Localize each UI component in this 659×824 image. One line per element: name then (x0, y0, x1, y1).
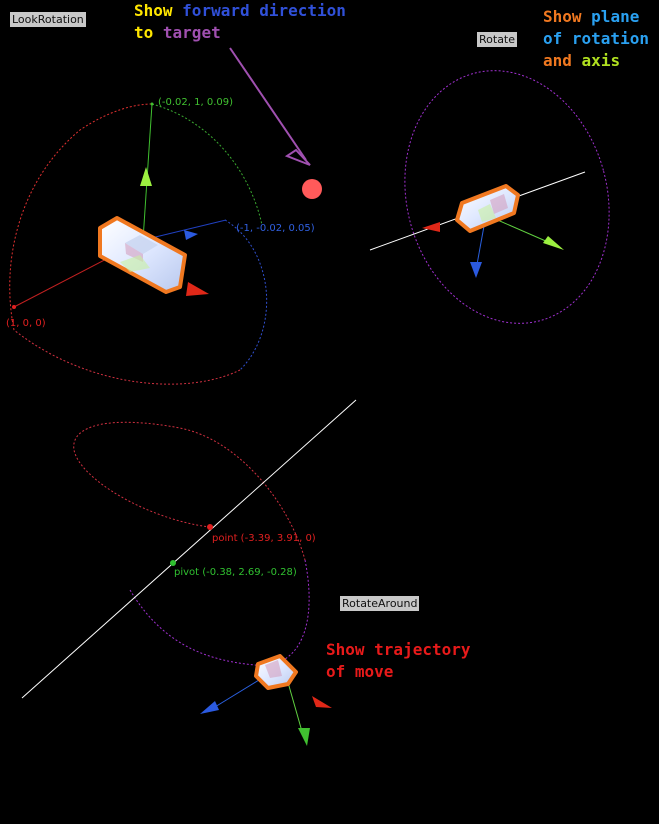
up-arrow-tip (140, 167, 152, 186)
red-arrow-tip (422, 222, 440, 232)
rotate-around-gizmo (21, 399, 357, 746)
trajectory-arc-lower (129, 559, 310, 666)
rotate-gizmo (369, 70, 610, 324)
forward-vector-label: (-1, -0.02, 0.05) (236, 223, 315, 234)
right-axis-end-dot (12, 305, 16, 309)
pivot-marker (170, 560, 176, 566)
rotation-arc-left (9, 103, 153, 331)
rotation-arc-bottom (13, 329, 241, 385)
rotate-around-tag: RotateAround (340, 596, 420, 611)
note-plane: plane (591, 7, 640, 26)
forward-arrow-tip (184, 230, 198, 240)
note-and: and (543, 51, 572, 70)
note-trajectory-line2: of move (326, 662, 394, 681)
rotation-axis-line (21, 399, 357, 699)
plane-rotation-note: Show plane of rotation and axis (543, 6, 649, 72)
pivot-label: pivot (-0.38, 2.69, -0.28) (174, 567, 297, 578)
note-show: Show (543, 7, 582, 26)
box-object (254, 654, 298, 690)
note-target: target (162, 23, 221, 42)
forward-direction-note: Show forward direction to target (134, 0, 346, 44)
blue-arrow-tip (470, 262, 482, 278)
green-arrow-tip (298, 728, 310, 746)
plane-of-rotation-ellipse (404, 70, 610, 324)
point-marker (207, 524, 213, 530)
note-of-rotation: of rotation (543, 29, 649, 48)
red-arrow-tip (186, 282, 209, 296)
box-object (98, 216, 187, 294)
pointer-arrow-line (229, 47, 307, 161)
trajectory-note: Show trajectory of move (326, 639, 471, 683)
target-sphere (302, 179, 322, 199)
right-vector-label: (1, 0, 0) (6, 318, 46, 329)
blue-arrow-tip (200, 701, 219, 714)
rotation-arc-top (151, 103, 263, 226)
note-to: to (134, 23, 154, 42)
note-forward-direction: forward direction (182, 1, 346, 20)
red-arrow-tip (312, 696, 332, 708)
up-axis-end-dot (150, 102, 154, 106)
up-vector-label: (-0.02, 1, 0.09) (158, 97, 234, 108)
note-show: Show (134, 1, 173, 20)
green-arrow-tip (543, 236, 564, 250)
rotation-arc-right (224, 219, 268, 371)
note-trajectory-line1: Show trajectory (326, 640, 471, 659)
point-label: point (-3.39, 3.91, 0) (212, 533, 316, 544)
look-rotation-tag: LookRotation (10, 12, 86, 27)
target-annotation (229, 47, 322, 199)
rotate-tag: Rotate (477, 32, 518, 47)
forward-axis-line (142, 219, 227, 241)
pointer-arrow-head (284, 148, 311, 166)
box-object (455, 184, 520, 233)
note-axis: axis (581, 51, 621, 70)
look-rotation-gizmo (9, 102, 268, 385)
